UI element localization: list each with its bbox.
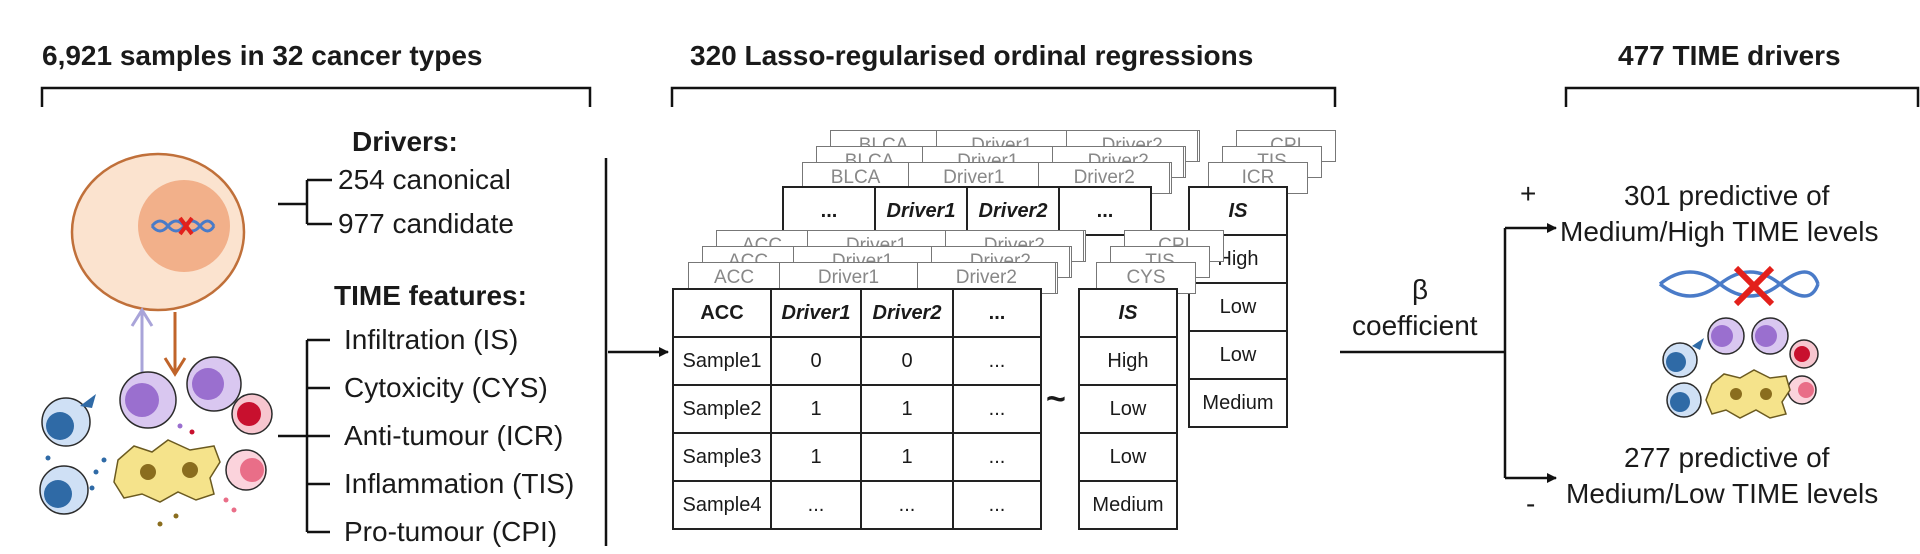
feature-infiltration: Infiltration (IS) (344, 324, 519, 355)
section3-bracket (1564, 86, 1920, 107)
outcome-front-value: Medium (1078, 480, 1178, 530)
front-table-header: ACC (672, 288, 772, 338)
outcome-front-value: Low (1078, 432, 1178, 482)
back-table-header: ... (1058, 186, 1152, 236)
table-cell: ... (952, 480, 1042, 530)
negative-description: Medium/Low TIME levels (1566, 478, 1879, 509)
table-cell: 1 (860, 384, 954, 434)
table-cell: 0 (860, 336, 954, 386)
outcome-front-table: IS High Low Low Medium (1078, 288, 1178, 530)
front-table-header: Driver2 (860, 288, 954, 338)
outcome-back-header: IS (1188, 186, 1288, 236)
drivers-bracket (278, 178, 332, 226)
table-cell: ... (770, 480, 862, 530)
positive-count: 301 predictive of (1624, 180, 1830, 211)
back-table: ... Driver1 Driver2 ... (782, 186, 1152, 236)
table-cell: ... (952, 432, 1042, 482)
table-cell: Sample2 (672, 384, 772, 434)
table-cell: 0 (770, 336, 862, 386)
dna-cross-icon (1658, 265, 1820, 307)
outcome-front-header: IS (1078, 288, 1178, 338)
outcome-back-value: Low (1188, 282, 1288, 332)
table-cell: 1 (860, 432, 954, 482)
outcome-back-value: Medium (1188, 378, 1288, 428)
section1-title: 6,921 samples in 32 cancer types (42, 40, 483, 71)
immune-cells-icon (39, 356, 273, 527)
table-cell: 1 (770, 432, 862, 482)
back-table-header: Driver1 (874, 186, 968, 236)
table-cell: Sample4 (672, 480, 772, 530)
table-cell: 1 (770, 384, 862, 434)
outcome-back-value: Low (1188, 330, 1288, 380)
table-cell: Sample3 (672, 432, 772, 482)
time-features-title: TIME features: (334, 280, 527, 311)
negative-count: 277 predictive of (1624, 442, 1830, 473)
feature-pro-tumour: Pro-tumour (CPI) (344, 516, 558, 547)
driver-candidate: 977 candidate (338, 208, 514, 239)
feature-anti-tumour: Anti-tumour (ICR) (344, 420, 564, 451)
plus-sign: + (1520, 178, 1537, 209)
tilde-symbol: ~ (1046, 380, 1066, 418)
outcome-front-value: High (1078, 336, 1178, 386)
section3-title: 477 TIME drivers (1618, 40, 1841, 71)
back-table-header: Driver2 (966, 186, 1060, 236)
outcome-back-table: IS High Low Low Medium (1188, 186, 1288, 428)
immune-cells-output-icon (1662, 317, 1819, 419)
table-cell: ... (860, 480, 954, 530)
feature-inflammation: Inflammation (TIS) (344, 468, 575, 499)
section1-bracket (40, 86, 592, 107)
minus-sign: - (1526, 488, 1536, 519)
positive-description: Medium/High TIME levels (1560, 216, 1879, 247)
feature-cytoxicity: Cytoxicity (CYS) (344, 372, 548, 403)
table-cell: Sample1 (672, 336, 772, 386)
outcome-front-value: Low (1078, 384, 1178, 434)
coefficient-label: coefficient (1352, 310, 1478, 341)
beta-label: β (1412, 274, 1429, 305)
section2-bracket (670, 86, 1337, 107)
section2-title: 320 Lasso-regularised ordinal regression… (690, 40, 1254, 71)
tumour-cell-icon (70, 152, 246, 312)
drivers-title: Drivers: (352, 126, 458, 157)
back-table-header: ... (782, 186, 876, 236)
table-cell: ... (952, 384, 1042, 434)
front-table: ACC Driver1 Driver2 ... Sample1 0 0 ... … (672, 288, 1042, 530)
time-features-bracket (278, 338, 330, 534)
table-cell: ... (952, 336, 1042, 386)
driver-canonical: 254 canonical (338, 164, 511, 195)
front-table-header: Driver1 (770, 288, 862, 338)
front-table-header: ... (952, 288, 1042, 338)
